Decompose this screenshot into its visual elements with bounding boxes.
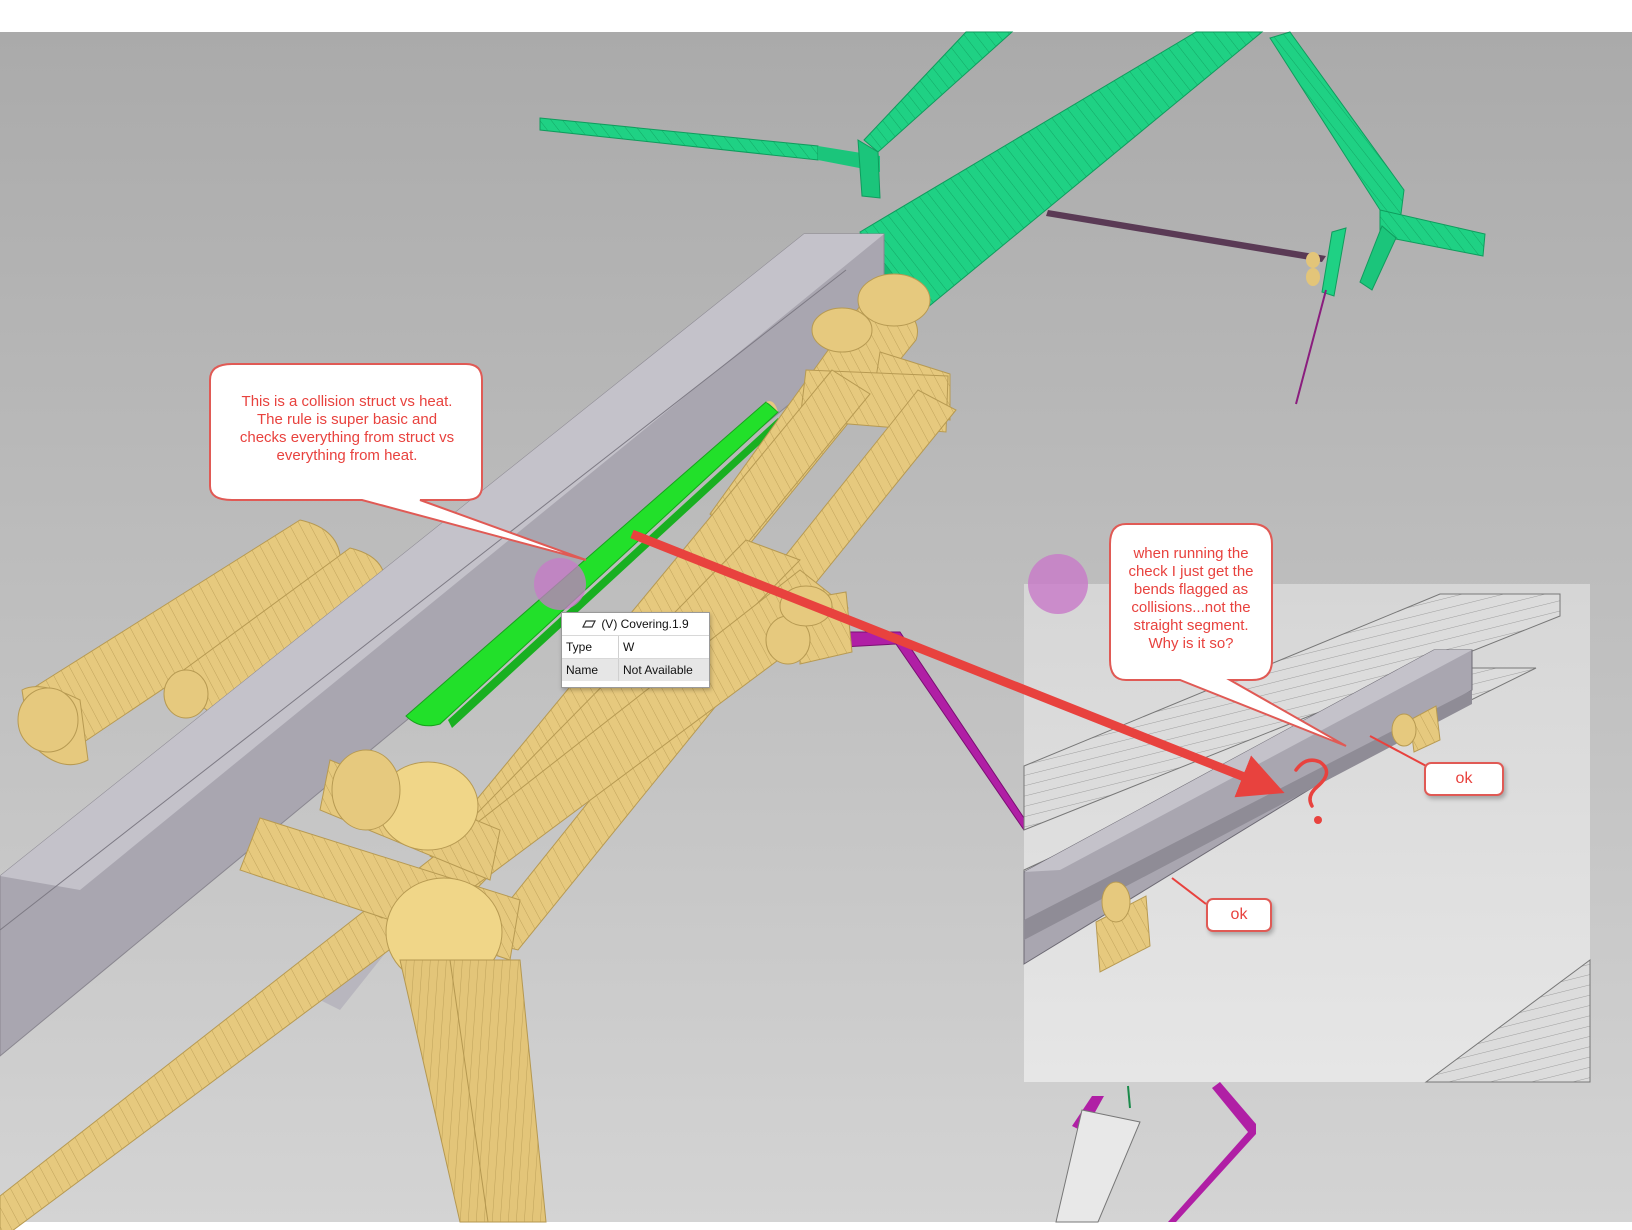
collision-marker bbox=[534, 558, 586, 610]
lower-beam bbox=[1055, 1109, 1141, 1223]
bottom-margin bbox=[0, 1222, 1632, 1230]
ok-label-bottom: ok bbox=[1206, 898, 1272, 932]
question-mark-dot bbox=[1314, 816, 1322, 824]
callout-question-line: bends flagged as bbox=[1133, 581, 1249, 598]
callout-question-line: straight segment. bbox=[1133, 617, 1249, 634]
covering-highlight[interactable] bbox=[405, 401, 779, 727]
tooltip-key: Name bbox=[562, 659, 619, 681]
callout-main-bubble bbox=[209, 363, 587, 561]
yellow-pipe-group-left[interactable] bbox=[17, 519, 386, 766]
callout-question-line: collisions...not the bbox=[1131, 599, 1251, 616]
callout-main-text: This is a collision struct vs heat. The … bbox=[222, 393, 472, 465]
tooltip-value: W bbox=[623, 640, 635, 654]
tooltip-title: (V) Covering.1.9 bbox=[601, 617, 689, 631]
tooltip-title-bar: (V) Covering.1.9 bbox=[562, 613, 709, 635]
tooltip-key: Type bbox=[562, 636, 619, 658]
thin-pipe[interactable] bbox=[1046, 210, 1326, 262]
callout-main-line: everything from heat. bbox=[276, 447, 418, 464]
thin-pipe-drop[interactable] bbox=[1295, 289, 1327, 405]
callout-main-line: This is a collision struct vs heat. bbox=[241, 393, 453, 410]
callout-question-line: check I just get the bbox=[1128, 563, 1254, 580]
tooltip-row-type: Type W bbox=[562, 635, 709, 658]
callout-question-line: when running the bbox=[1133, 545, 1249, 562]
annotation-arrow bbox=[630, 529, 1285, 798]
top-margin bbox=[0, 0, 1632, 32]
callout-question-bubble bbox=[1109, 523, 1347, 747]
ok-top-leader bbox=[1369, 735, 1431, 769]
callout-main-line: The rule is super basic and bbox=[256, 411, 438, 428]
ok-bottom-leader bbox=[1171, 877, 1207, 905]
callout-main-line: checks everything from struct vs bbox=[239, 429, 455, 446]
tooltip-row-name: Name Not Available bbox=[562, 658, 709, 681]
inset-view bbox=[1023, 554, 1591, 1083]
question-mark-stroke bbox=[1294, 758, 1329, 808]
covering-icon bbox=[582, 620, 597, 628]
ok-label-top: ok bbox=[1424, 762, 1504, 796]
object-tooltip: (V) Covering.1.9 Type W Name Not Availab… bbox=[561, 612, 710, 688]
callout-question-text: when running the check I just get the be… bbox=[1114, 545, 1268, 653]
callout-question-line: Why is it so? bbox=[1148, 635, 1234, 652]
tooltip-value: Not Available bbox=[623, 663, 693, 677]
